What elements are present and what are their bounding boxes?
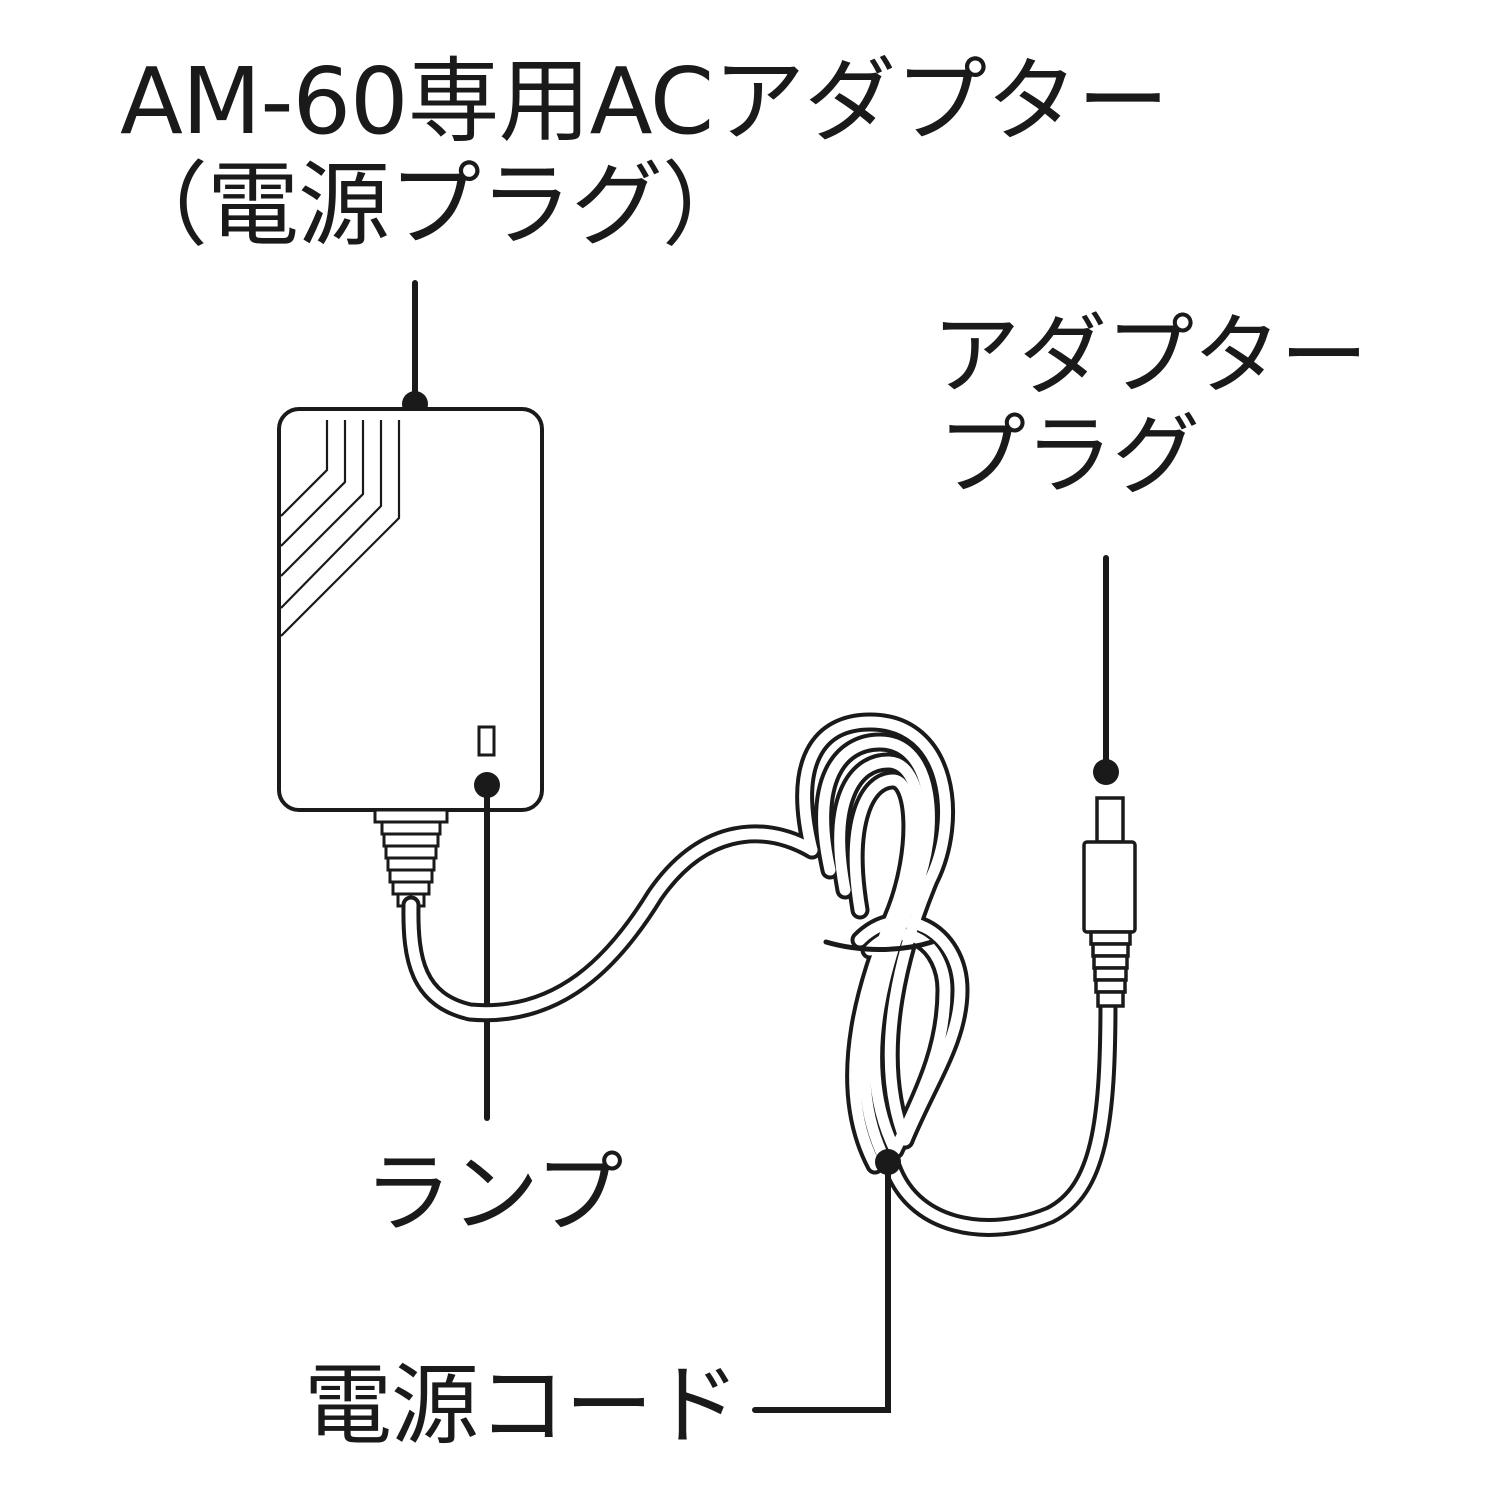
power-plug-label-line1: AM-60専用ACアダプター: [120, 48, 1169, 155]
cord-strain-relief: [373, 808, 449, 908]
lamp-label: ランプ: [364, 1142, 623, 1245]
adapter-plug-label-line2: プラグ: [938, 404, 1200, 507]
lamp-window: [477, 725, 496, 757]
adapter-body: [277, 407, 544, 812]
power-plug-label-line2: （電源プラグ）: [116, 152, 754, 259]
power-cord-label: 電源コード: [304, 1354, 740, 1457]
adapter-plug: [1082, 796, 1137, 1008]
power-cord: [401, 712, 1118, 1237]
adapter-body-stripes: [280, 420, 401, 637]
adapter-plug-label-line1: アダプター: [932, 304, 1368, 407]
leader-line-power-cord: [752, 1159, 891, 1413]
leader-dot-adapter-plug: [1093, 759, 1119, 785]
cord-tie-band: [823, 939, 935, 952]
